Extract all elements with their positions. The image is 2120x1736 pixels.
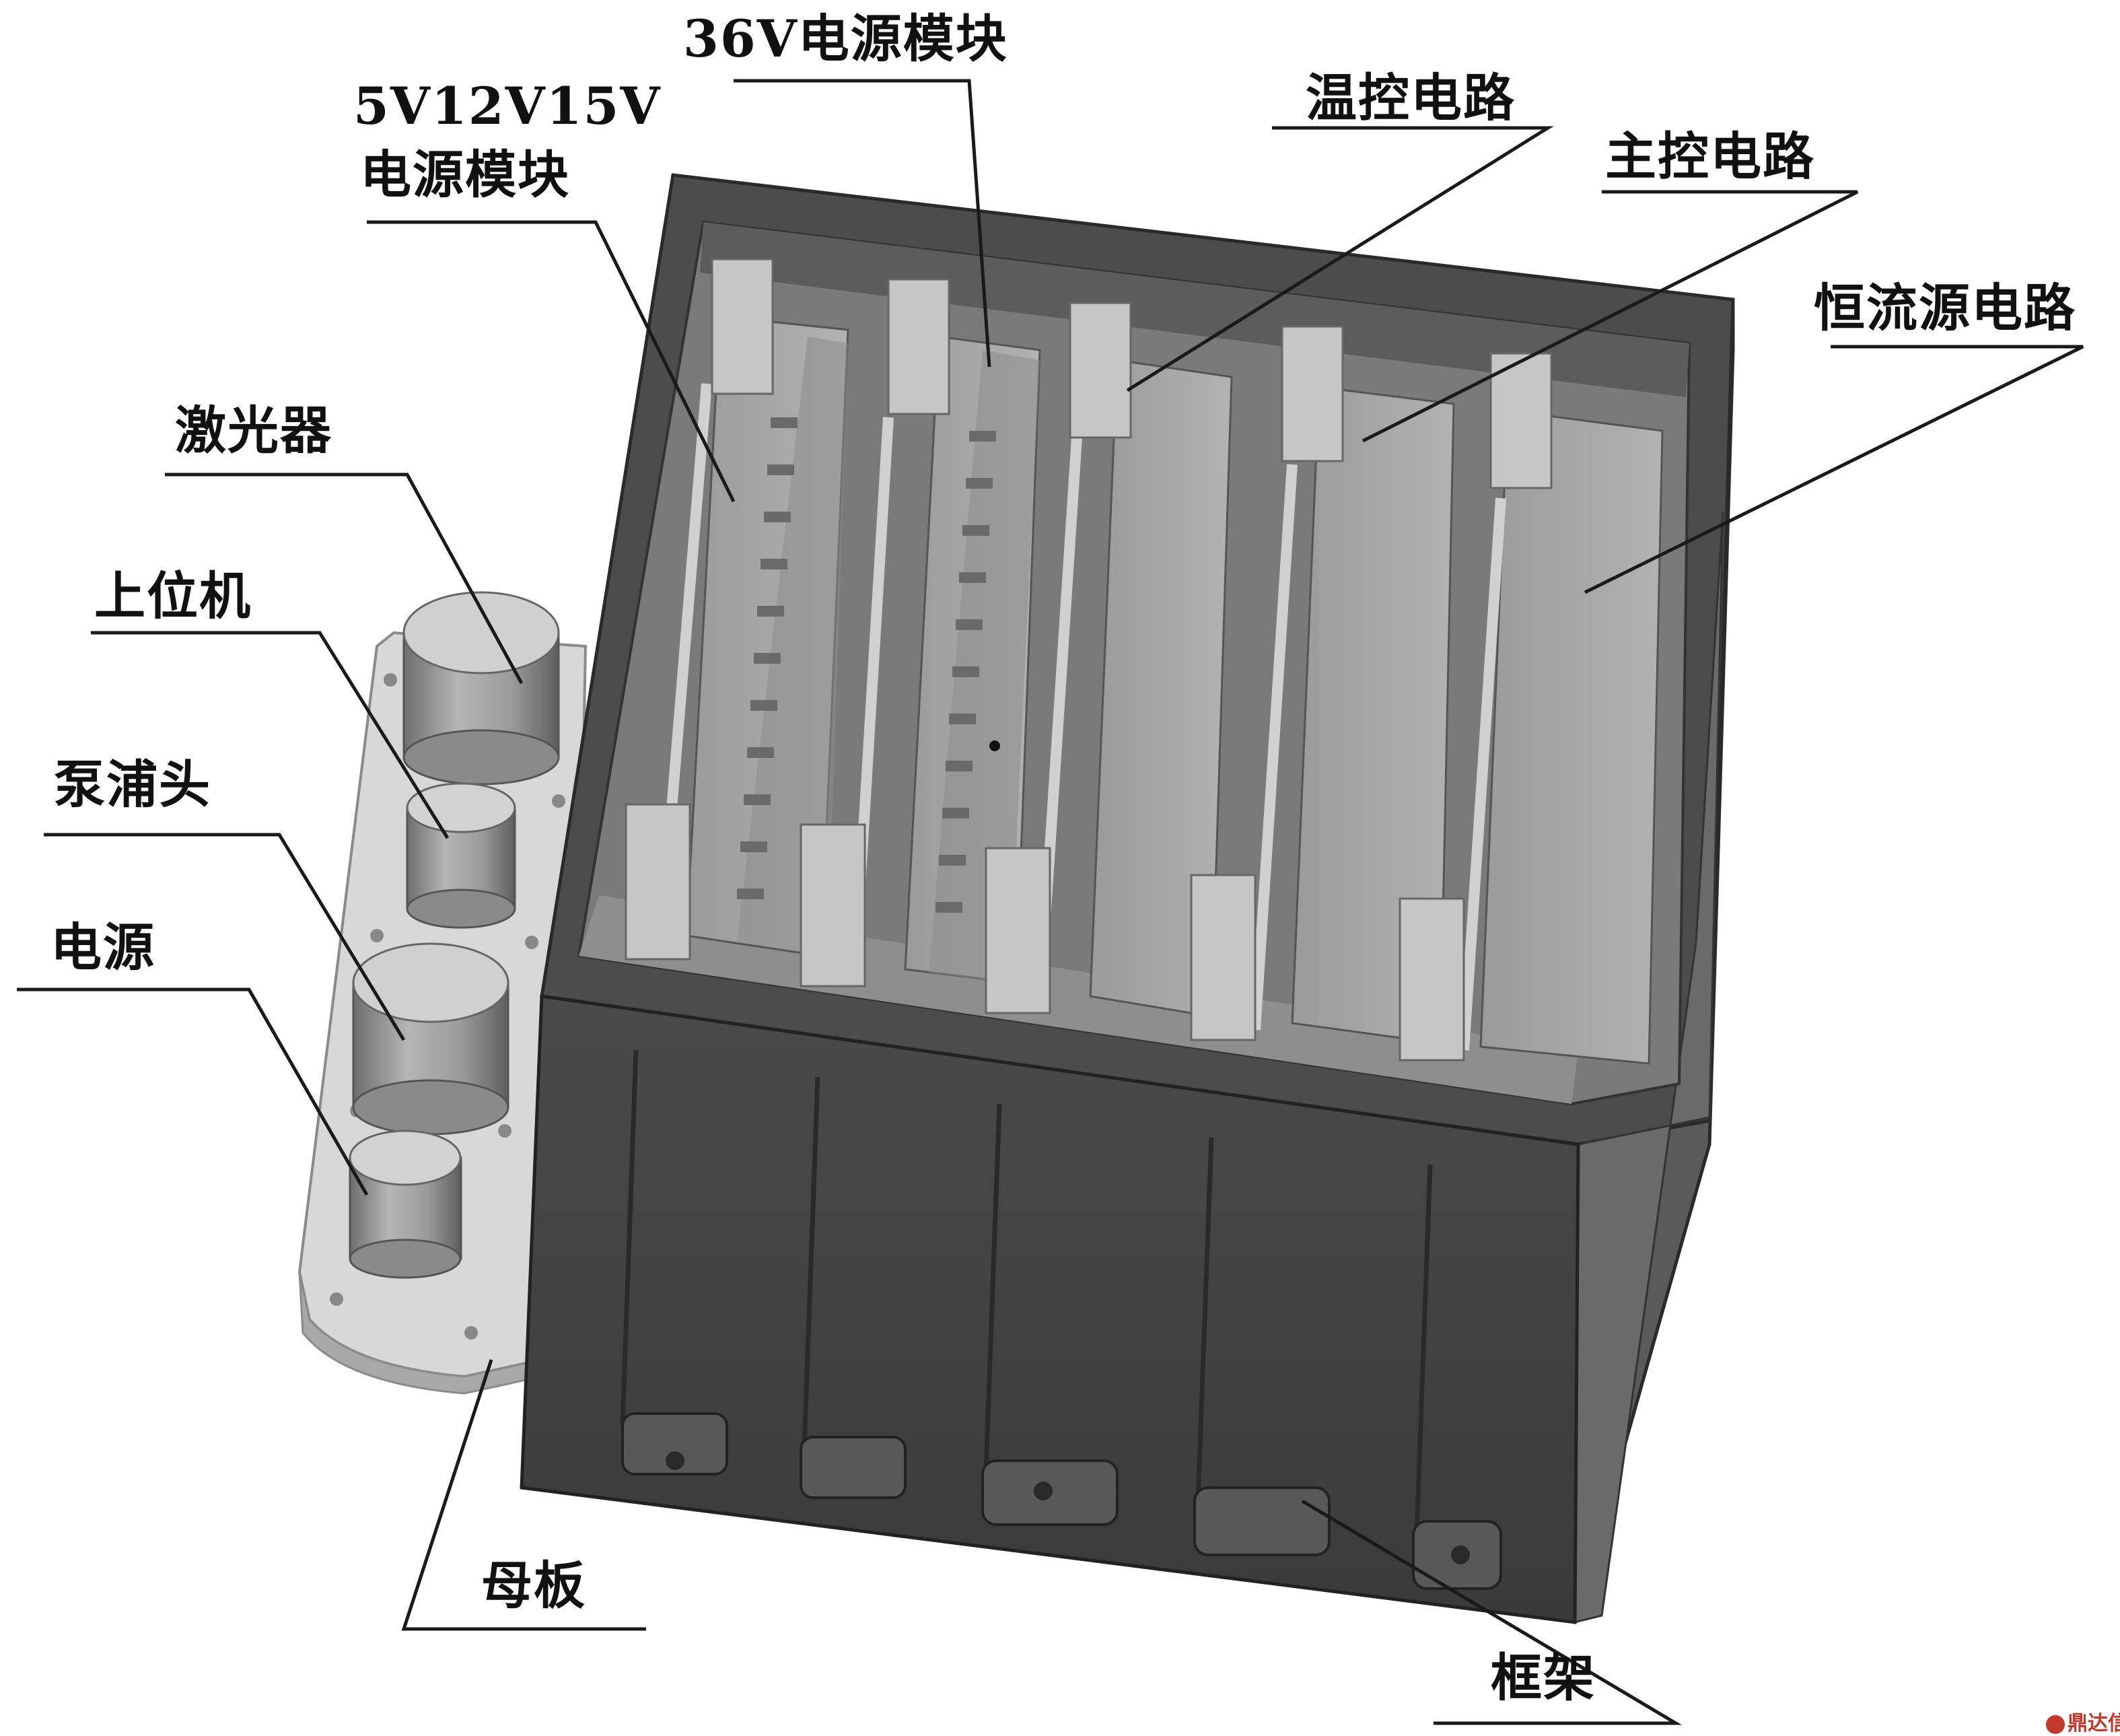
watermark-text: 鼎达信 bbox=[2068, 1712, 2120, 1735]
leader-motherboard bbox=[401, 1359, 646, 1631]
leader-frame bbox=[1301, 1499, 1683, 1725]
leader-power bbox=[17, 987, 369, 1196]
label-laser: 激光器 bbox=[175, 401, 332, 460]
watermark-logo: 鼎达信 bbox=[2046, 1706, 2120, 1736]
pcb-boards bbox=[625, 258, 1664, 1065]
label-host-pc: 上位机 bbox=[94, 566, 252, 626]
leader-main-control bbox=[1362, 190, 1859, 443]
label-36v-power-module: 36V电源模块 bbox=[683, 9, 1008, 69]
power-cylinder bbox=[349, 1130, 462, 1279]
host-pc-cylinder bbox=[406, 782, 516, 929]
leader-host-pc bbox=[91, 631, 450, 839]
frame-feet bbox=[621, 1412, 1502, 1590]
label-frame: 框架 bbox=[1491, 1648, 1596, 1708]
laser-cylinder bbox=[402, 591, 560, 786]
pump-head-cylinder bbox=[352, 942, 509, 1136]
leader-pump-head bbox=[44, 833, 406, 1041]
label-constant-current-circuit: 恒流源电路 bbox=[1814, 278, 2076, 338]
leader-constant-current bbox=[1584, 345, 2084, 594]
label-motherboard: 母板 bbox=[481, 1556, 586, 1616]
leader-36v-module bbox=[734, 79, 991, 368]
watermark-icon bbox=[2046, 1714, 2065, 1734]
leader-lines bbox=[17, 79, 2084, 1725]
leader-5v-module bbox=[367, 220, 736, 503]
label-5v-12v-15v: 5V12V15V bbox=[353, 76, 662, 136]
leader-laser bbox=[165, 473, 524, 685]
label-temp-control-circuit: 温控电路 bbox=[1306, 68, 1516, 128]
label-pump-head: 泵浦头 bbox=[54, 755, 211, 814]
leader-temp-control bbox=[1126, 126, 1554, 392]
label-power: 电源 bbox=[50, 917, 155, 977]
label-power-module-line2: 电源模块 bbox=[360, 145, 570, 205]
label-main-control-circuit: 主控电路 bbox=[1605, 127, 1815, 186]
